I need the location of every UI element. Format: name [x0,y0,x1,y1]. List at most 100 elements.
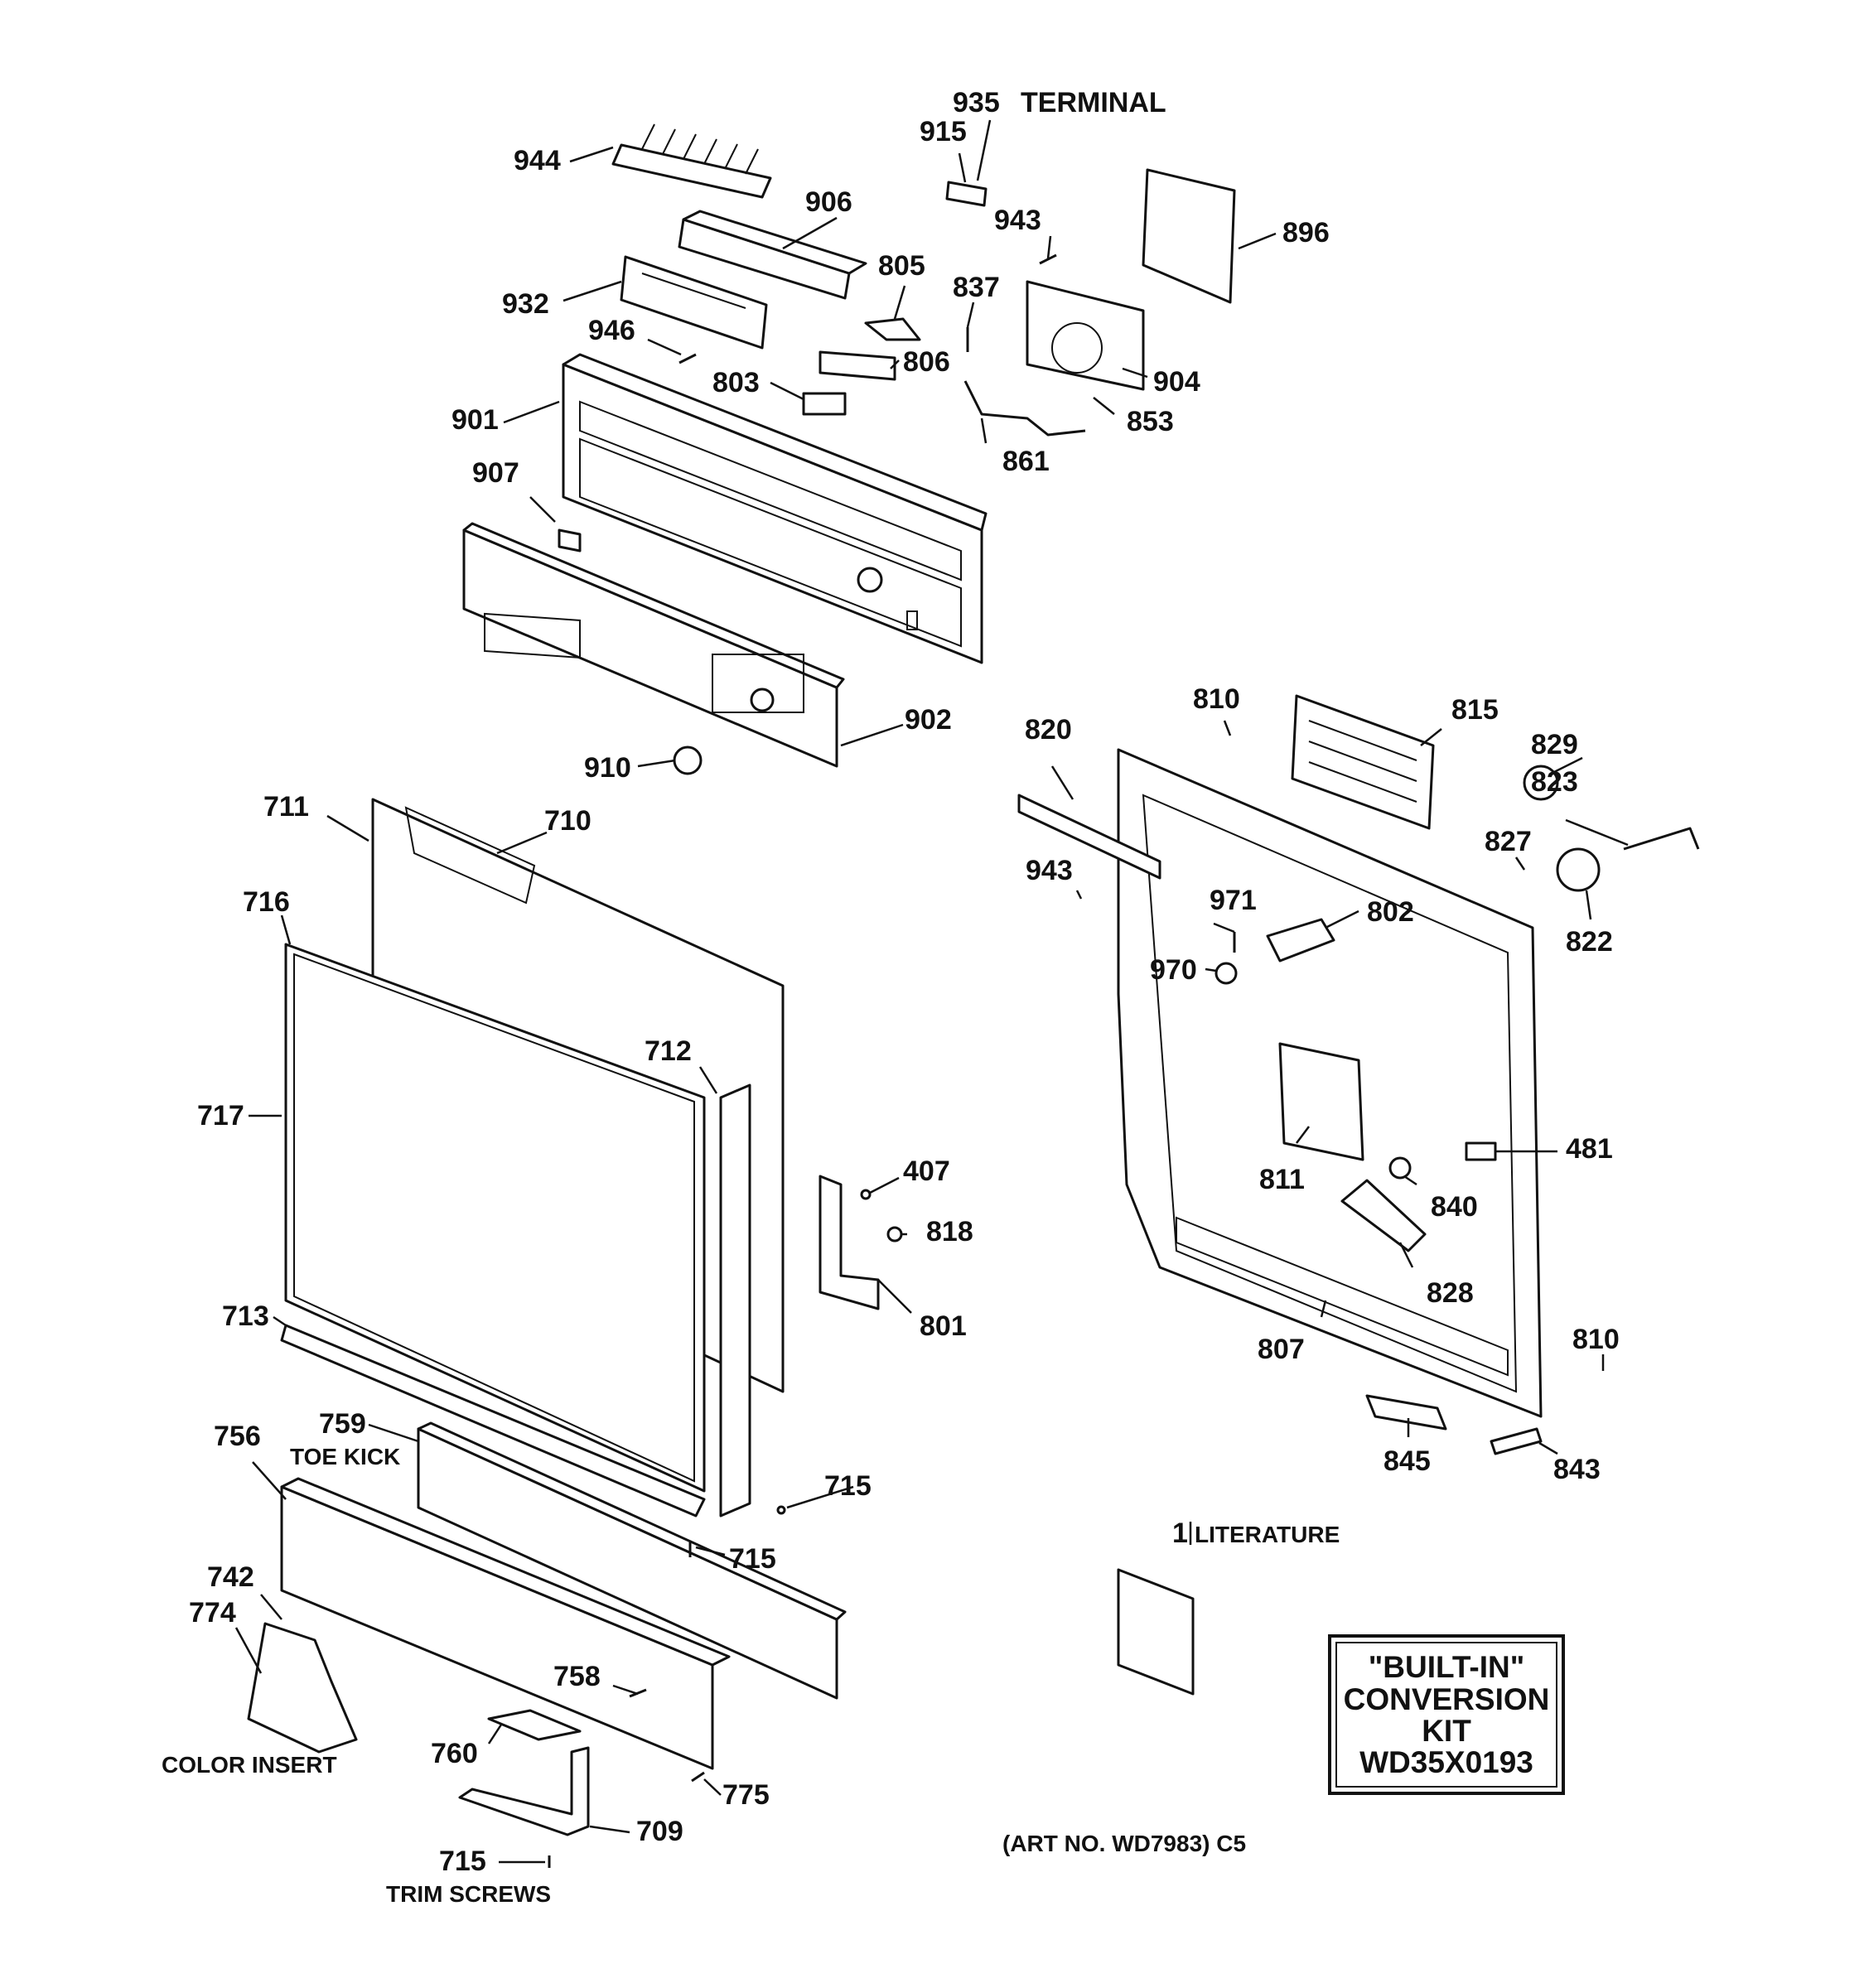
literature-qty: 1 [1172,1518,1188,1549]
callout-935: 935 [953,87,1000,118]
part-756-lower-panel [280,1477,731,1770]
part-742-color-insert [247,1622,358,1754]
callout-896: 896 [1282,217,1330,248]
callout-837: 837 [953,272,1000,303]
callout-labels: 935 TERMINAL 915 944 906 943 896 805 837… [162,87,1620,1907]
callout-810-top: 810 [1193,683,1240,715]
callout-805: 805 [878,250,925,282]
part-828-lever [1340,1179,1427,1252]
callout-481: 481 [1566,1133,1613,1165]
callout-716: 716 [243,886,290,918]
part-901-control-panel-frame [562,353,988,664]
conversion-kit-box: "BUILT-IN" CONVERSION KIT WD35X0193 [1328,1634,1565,1795]
part-803-switch [802,392,847,416]
callout-906: 906 [805,186,852,218]
callout-902: 902 [905,704,952,736]
callout-853: 853 [1127,406,1174,437]
callout-713: 713 [222,1300,269,1332]
callout-715-a: 715 [824,1470,872,1502]
callout-715-c: 715 [439,1846,486,1877]
callout-759: 759 [319,1408,366,1440]
callout-935-note: TERMINAL [1021,87,1166,118]
part-970-plug [1214,962,1238,985]
part-902-front-panel [462,522,845,768]
art-number: (ART NO. WD7983) C5 [1002,1831,1246,1856]
callout-943-top: 943 [994,205,1041,236]
callout-760: 760 [431,1738,478,1769]
color-insert-label: COLOR INSERT [162,1752,337,1778]
part-907-button [558,528,582,552]
leader-lines [234,119,1629,1864]
callout-815: 815 [1451,694,1499,726]
callout-822: 822 [1566,926,1613,958]
callout-717: 717 [197,1100,244,1132]
literature-label: LITERATURE [1195,1522,1340,1547]
callout-820: 820 [1025,714,1072,746]
callout-932: 932 [502,288,549,320]
callout-775: 775 [722,1779,770,1811]
part-906-switch-housing [678,210,867,300]
callout-845: 845 [1384,1445,1431,1477]
callout-774: 774 [189,1597,236,1629]
part-943-screw [1039,253,1057,265]
callout-901: 901 [452,404,499,436]
callout-711: 711 [263,791,309,823]
part-823-shaft [1623,827,1700,851]
callout-840: 840 [1431,1191,1478,1223]
callout-823: 823 [1531,766,1578,798]
callout-971: 971 [1210,885,1257,916]
kit-line-1: "BUILT-IN" [1369,1650,1525,1684]
part-715-screw-a [776,1505,786,1515]
part-915-terminal [945,181,988,207]
part-717-outer-door-panel [284,943,706,1493]
callout-810-bottom: 810 [1572,1324,1620,1355]
callout-904: 904 [1153,366,1200,398]
part-759-toe-kick [417,1421,847,1700]
callout-802: 802 [1367,896,1414,928]
part-820-handle [1017,794,1161,880]
callout-758: 758 [553,1661,601,1692]
callout-715-b: 715 [729,1543,776,1575]
callout-407: 407 [903,1156,950,1187]
part-861-linkage [963,380,1086,437]
part-904-timer [1026,280,1145,391]
callout-843: 843 [1553,1454,1601,1485]
callout-946: 946 [588,315,635,346]
callout-907: 907 [472,457,519,489]
callout-910: 910 [584,752,631,784]
part-944-switch-strip [611,123,772,199]
trim-screws-label: TRIM SCREWS [386,1881,551,1907]
callout-801: 801 [920,1310,967,1342]
part-805-bracket [864,317,921,341]
part-822-dial [1556,847,1601,892]
part-843-strip [1490,1427,1543,1455]
part-910-knob [673,746,703,775]
callout-828: 828 [1427,1277,1474,1309]
part-712-side-trim [719,1083,751,1518]
part-811-dispenser [1278,1042,1364,1161]
kit-line-3: KIT [1422,1714,1471,1748]
callout-944: 944 [514,145,561,176]
callout-742: 742 [207,1561,254,1593]
part-709-bracket [458,1746,590,1836]
callout-829: 829 [1531,729,1578,760]
literature-envelope [1117,1568,1195,1696]
kit-line-4: WD35X0193 [1359,1745,1533,1779]
callout-807: 807 [1258,1334,1305,1365]
part-481-label [1465,1141,1497,1161]
callout-709: 709 [636,1816,683,1847]
callout-811: 811 [1259,1164,1305,1195]
callout-712: 712 [645,1035,692,1067]
kit-line-2: CONVERSION [1344,1682,1550,1716]
callout-818: 818 [926,1216,973,1247]
part-818-nut [886,1226,903,1242]
part-896-label [1142,168,1236,304]
part-775-screw [691,1771,705,1783]
part-760-bracket [487,1709,582,1741]
callout-803: 803 [712,367,760,398]
part-407-screw [860,1189,872,1200]
callout-970: 970 [1150,954,1197,986]
callout-827: 827 [1485,826,1532,857]
callout-943-right: 943 [1026,855,1073,886]
callout-756: 756 [214,1421,261,1452]
